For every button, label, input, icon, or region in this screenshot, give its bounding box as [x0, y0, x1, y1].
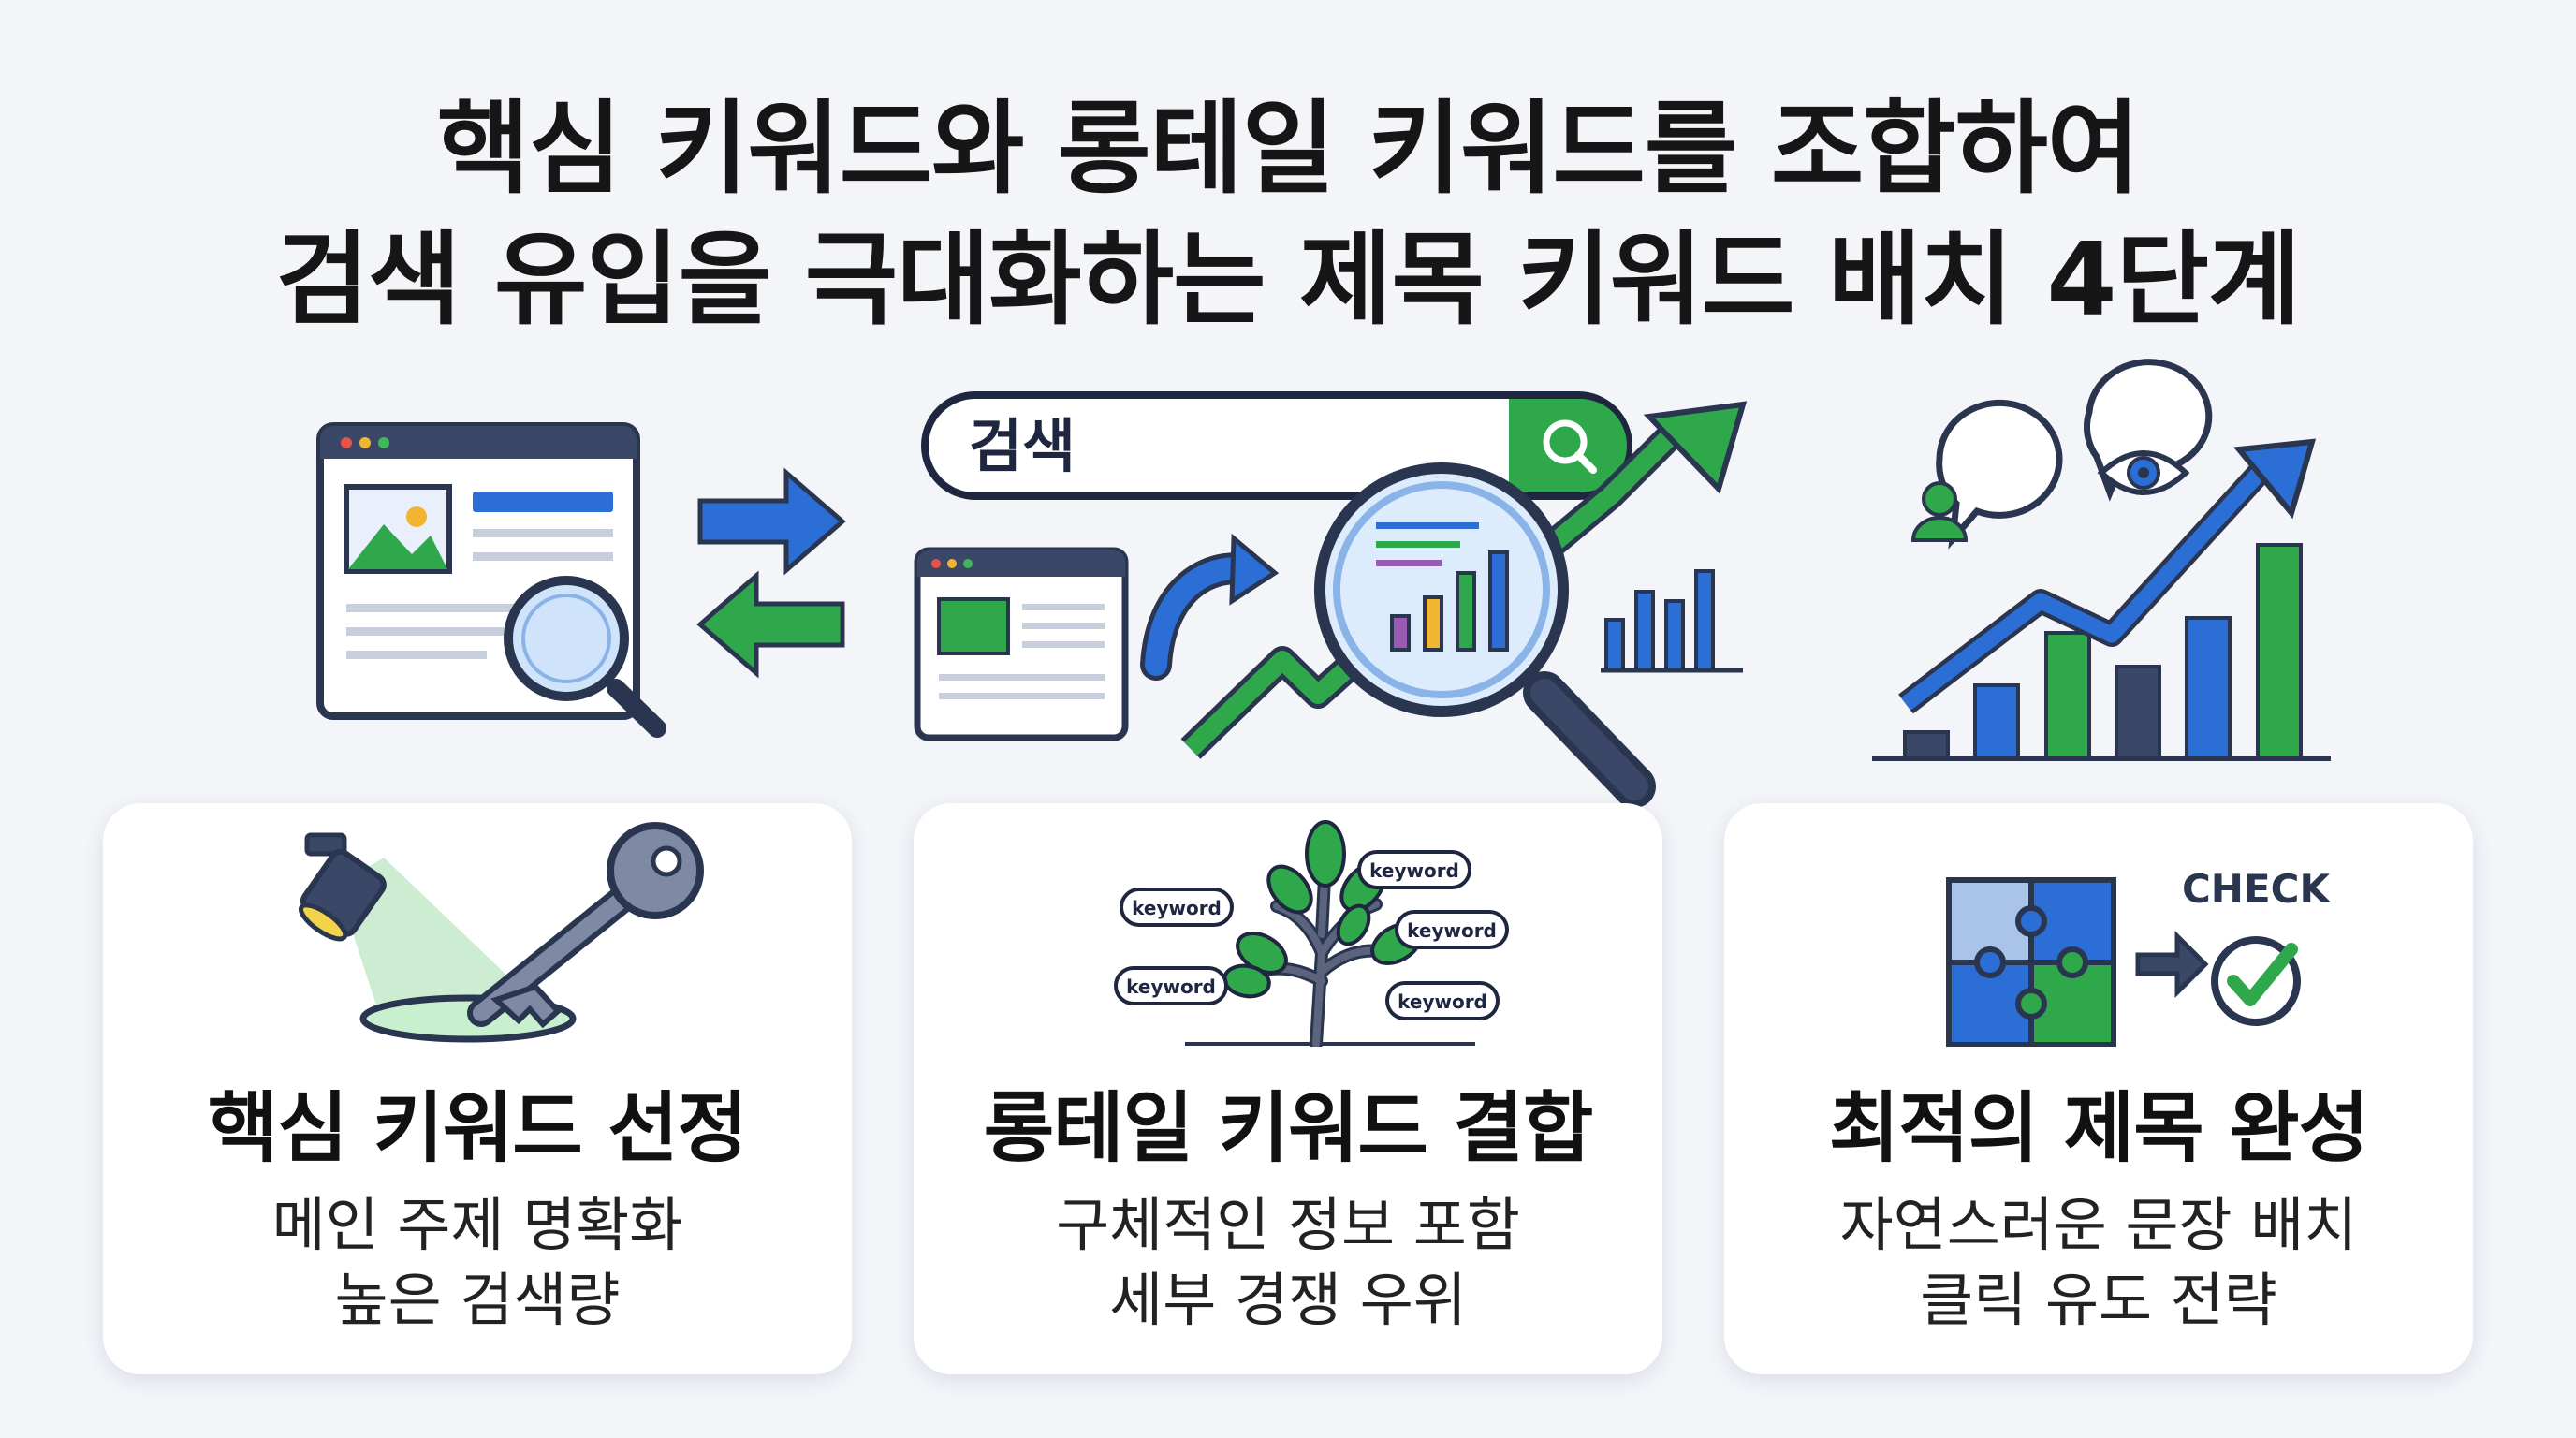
- trend-zigzag-icon: [1180, 401, 1748, 759]
- arrow-right-icon: [2135, 930, 2209, 999]
- step-3-line-2: 클릭 유도 전략: [1920, 1266, 2277, 1334]
- page-title: 핵심 키워드와 롱테일 키워드를 조합하여 검색 유입을 극대화하는 제목 키워…: [0, 84, 2576, 346]
- keyword-tag: keyword: [1369, 859, 1459, 882]
- step-3-title: 최적의 제목 완성: [1828, 1084, 2369, 1173]
- step-1-line-2: 높은 검색량: [334, 1266, 621, 1334]
- title-line-1: 핵심 키워드와 롱테일 키워드를 조합하여: [436, 91, 2141, 208]
- small-browser-icon: [914, 547, 1129, 741]
- step-1-title: 핵심 키워드 선정: [207, 1084, 748, 1173]
- title-line-2: 검색 유입을 극대화하는 제목 키워드 배치 4단계: [275, 222, 2302, 339]
- step-2-title: 롱테일 키워드 결합: [983, 1084, 1594, 1173]
- big-magnifier-icon: [1314, 462, 1656, 808]
- curved-arrow-icon: [1140, 533, 1280, 681]
- user-bubble-icon: [1910, 399, 2063, 550]
- step-2-line-2: 세부 경쟁 우위: [1109, 1266, 1467, 1334]
- keyword-tag: keyword: [1407, 919, 1497, 942]
- hero-illustration: 검색: [316, 359, 2331, 808]
- step-1-line-1: 메인 주제 명확화: [271, 1191, 683, 1259]
- check-circle-icon: [2211, 936, 2301, 1026]
- step-3-line-1: 자연스러운 문장 배치: [1839, 1191, 2358, 1259]
- growth-chart-icon: [1872, 438, 2331, 761]
- eye-bubble-icon: [2083, 359, 2213, 502]
- key-icon: [467, 822, 704, 1029]
- keyword-tag: keyword: [1398, 990, 1487, 1013]
- spotlight-key-icon: [298, 822, 704, 1043]
- step-2-line-1: 구체적인 정보 포함: [1056, 1191, 1520, 1259]
- keyword-tag: keyword: [1132, 897, 1222, 919]
- small-bar-chart-icon: [1601, 569, 1743, 673]
- search-label: 검색: [969, 412, 1076, 480]
- step-card-1: 핵심 키워드 선정 메인 주제 명확화 높은 검색량: [103, 803, 852, 1374]
- check-label: CHECK: [2182, 866, 2331, 912]
- browser-window-icon: [316, 422, 666, 738]
- keyword-tree-icon: keyword keyword keyword keyword keyword: [1114, 820, 1509, 1047]
- exchange-arrows-icon: [696, 467, 846, 679]
- step-card-3: CHECK 최적의 제목 완성 자연스러운 문장 배치 클릭 유도 전략: [1724, 803, 2473, 1374]
- puzzle-check-icon: CHECK: [1946, 866, 2331, 1047]
- step-card-2: keyword keyword keyword keyword keyword …: [914, 803, 1662, 1374]
- keyword-tag: keyword: [1126, 976, 1216, 998]
- search-bar: 검색: [921, 391, 1632, 500]
